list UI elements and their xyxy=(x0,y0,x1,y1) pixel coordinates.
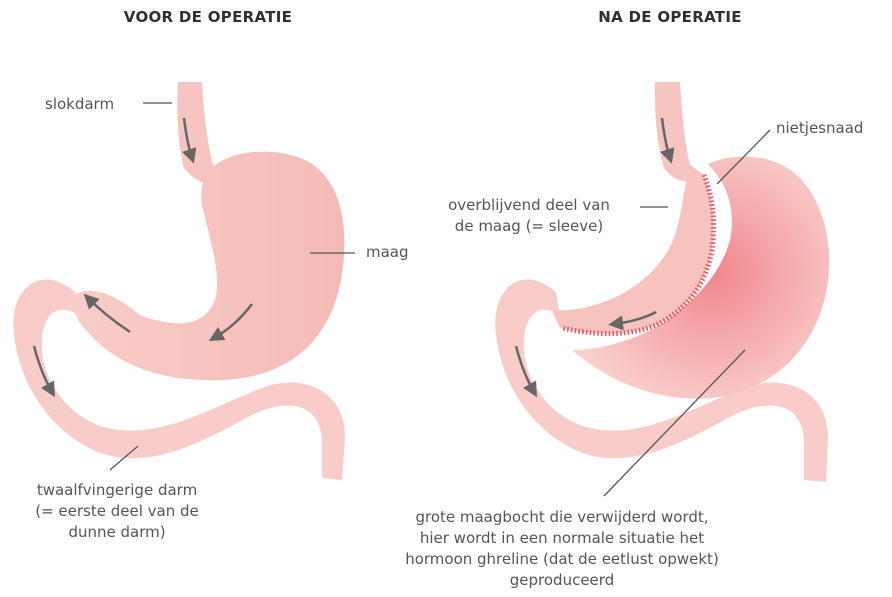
label-sleeve: overblijvend deel van de maag (= sleeve) xyxy=(426,195,632,237)
label-greater-curvature-line-1: grote maagbocht die verwijderd wordt, xyxy=(392,507,732,528)
before-anatomy xyxy=(13,82,355,480)
label-duodenum-line-1: twaalfvingerige darm xyxy=(2,480,232,501)
label-stomach: maag xyxy=(366,242,409,263)
label-greater-curvature-line-4: geproduceerd xyxy=(392,570,732,591)
label-greater-curvature: grote maagbocht die verwijderd wordt, hi… xyxy=(392,507,732,591)
after-anatomy xyxy=(495,82,829,496)
label-duodenum: twaalfvingerige darm (= eerste deel van … xyxy=(2,480,232,543)
esophagus-after xyxy=(655,82,702,181)
label-greater-curvature-line-2: hier wordt in een normale situatie het xyxy=(392,528,732,549)
label-sleeve-line-1: overblijvend deel van xyxy=(426,195,632,216)
label-greater-curvature-line-3: hormoon ghreline (dat de eetlust opwekt) xyxy=(392,549,732,570)
label-duodenum-line-2: (= eerste deel van de xyxy=(2,501,232,522)
label-duodenum-line-3: dunne darm) xyxy=(2,522,232,543)
stomach-before xyxy=(70,152,344,381)
label-sleeve-line-2: de maag (= sleeve) xyxy=(426,216,632,237)
label-esophagus: slokdarm xyxy=(45,94,114,115)
label-staple-line: nietjesnaad xyxy=(776,118,863,139)
